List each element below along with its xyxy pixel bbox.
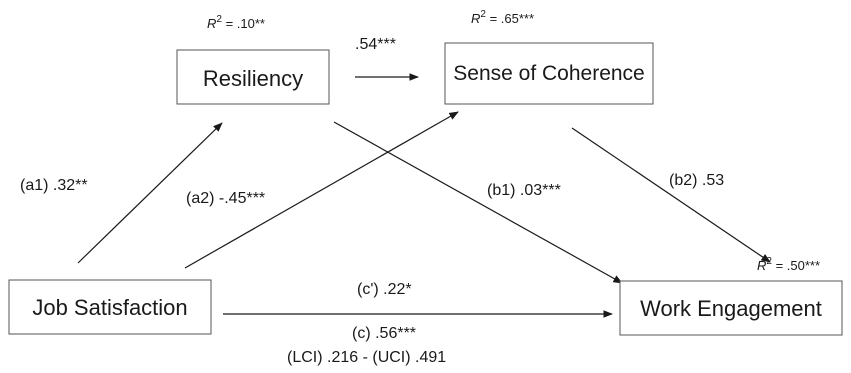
path-b1 [333,121,623,284]
path-a1 [77,122,223,264]
label-c: (c) .56*** [352,325,416,342]
r2-resiliency: R2 = .10** [207,14,265,31]
r2-coherence: R2 = .65*** [471,9,534,26]
node-sense-of-coherence: Sense of Coherence [444,42,654,105]
node-job-satisfaction-label: Job Satisfaction [32,295,187,320]
label-b1: (b1) .03*** [487,182,561,199]
node-work-engagement: Work Engagement [619,280,843,336]
label-confidence-interval: (LCI) .216 - (UCI) .491 [287,349,446,366]
label-a2: (a2) -.45*** [186,190,265,207]
path-a2 [184,111,459,269]
label-b2: (b2) .53 [669,172,724,189]
label-c-prime: (c') .22* [357,281,412,298]
node-work-engagement-label: Work Engagement [640,296,822,321]
path-b2 [571,127,771,263]
label-a1: (a1) .32** [20,177,88,194]
node-job-satisfaction: Job Satisfaction [8,279,212,335]
r2-work-engagement: R2 = .50*** [757,256,820,273]
node-resiliency-label: Resiliency [203,66,303,91]
label-res-to-coh: .54*** [355,36,396,53]
node-coherence-label: Sense of Coherence [453,62,644,85]
node-resiliency: Resiliency [176,49,330,105]
